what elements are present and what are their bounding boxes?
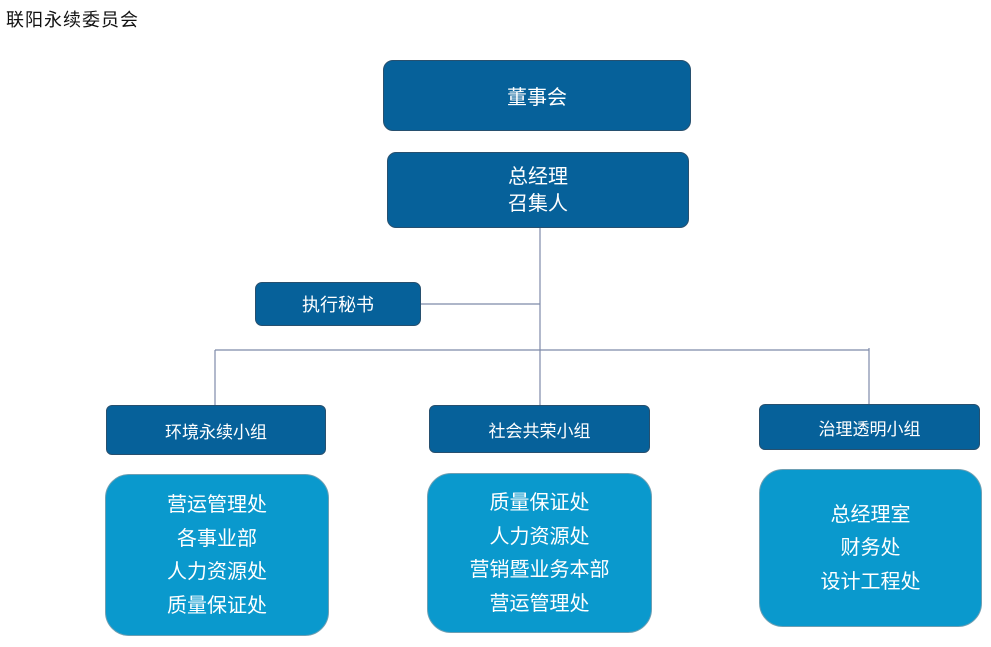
- page-title: 联阳永续委员会: [6, 10, 139, 31]
- secretary-label: 执行秘书: [302, 295, 374, 316]
- unit-item: 总经理室: [830, 501, 911, 526]
- social-group-label: 社会共荣小组: [488, 421, 591, 442]
- social-units-box: 质量保证处 人力资源处 营销暨业务本部 营运管理处: [427, 473, 652, 633]
- unit-item: 财务处: [840, 535, 901, 560]
- governance-group-label: 治理透明小组: [818, 419, 921, 440]
- unit-item: 人力资源处: [489, 523, 590, 548]
- general-manager-box: 总经理 召集人: [387, 152, 689, 228]
- governance-units-box: 总经理室 财务处 设计工程处: [759, 469, 982, 627]
- unit-item: 人力资源处: [167, 559, 267, 583]
- executive-secretary-box: 执行秘书: [255, 282, 421, 326]
- environment-group-box: 环境永续小组: [106, 405, 326, 455]
- unit-item: 设计工程处: [820, 568, 921, 593]
- environment-units-box: 营运管理处 各事业部 人力资源处 质量保证处: [105, 474, 329, 636]
- unit-item: 营运管理处: [489, 590, 590, 615]
- unit-item: 质量保证处: [167, 592, 267, 617]
- gm-role: 召集人: [508, 191, 568, 215]
- environment-group-label: 环境永续小组: [165, 422, 267, 443]
- unit-item: 营销暨业务本部: [469, 557, 610, 581]
- board-label: 董事会: [507, 85, 567, 109]
- unit-item: 各事业部: [177, 525, 257, 550]
- board-of-directors-box: 董事会: [383, 60, 691, 131]
- unit-item: 质量保证处: [489, 490, 590, 514]
- governance-group-box: 治理透明小组: [759, 404, 980, 450]
- social-group-box: 社会共荣小组: [429, 405, 650, 453]
- gm-title: 总经理: [508, 164, 568, 188]
- unit-item: 营运管理处: [167, 492, 267, 516]
